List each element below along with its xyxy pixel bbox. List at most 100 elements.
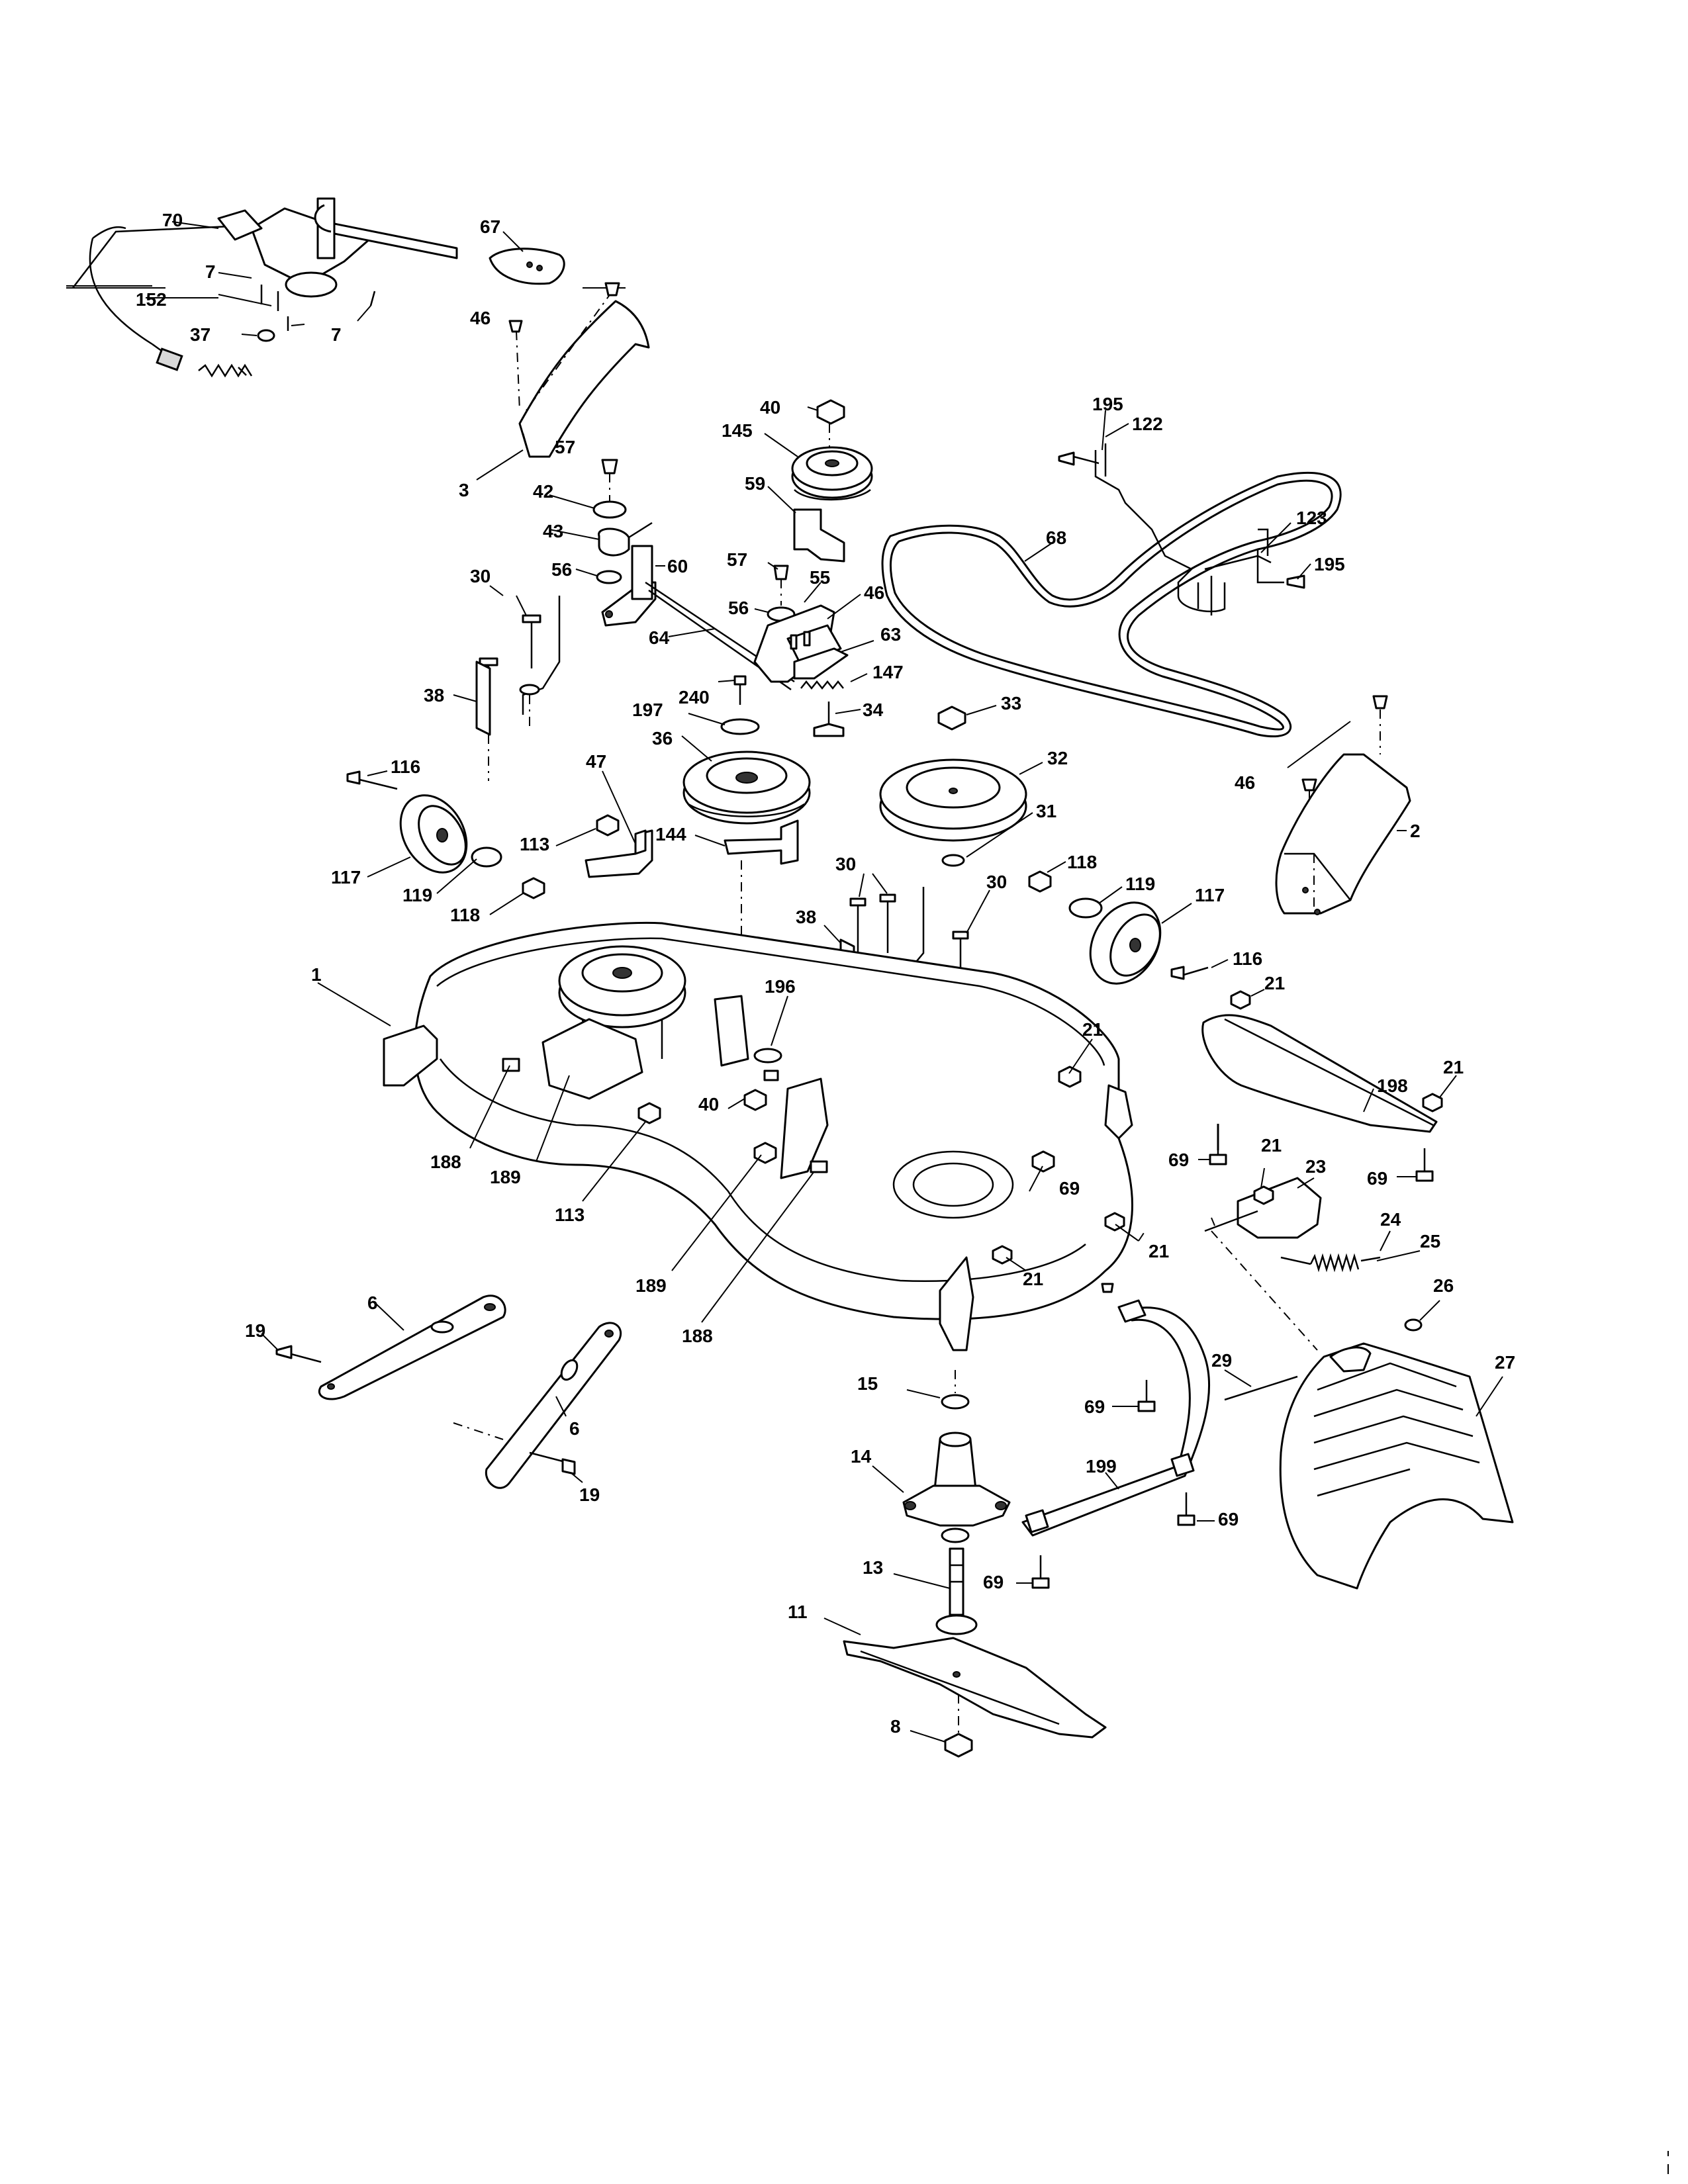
callout-label: 3 [459,480,469,500]
idler-arm-stack [549,459,665,627]
callout-label: 188 [430,1152,461,1172]
callout-label: 38 [796,907,816,927]
callout-label: 68 [1046,527,1066,548]
callout-label: 46 [864,582,884,603]
callout-label: 69 [1218,1509,1239,1529]
callout-label: 144 [655,824,686,844]
callout-label: 15 [857,1373,878,1394]
callout-label: 116 [1233,948,1262,969]
lift-brackets [261,1295,622,1489]
callout-label: 38 [424,685,444,705]
callout-label: 69 [1059,1178,1080,1199]
callout-label: 19 [579,1484,600,1505]
callout-label: 69 [983,1572,1004,1592]
callout-label: 57 [555,437,575,457]
belt-guides [1058,410,1311,615]
callout-label: 56 [551,559,572,580]
drive-belt [881,471,1342,738]
bracket-23-spring [1204,1167,1421,1351]
callout-label: 70 [162,210,183,230]
spindle-blade-assembly [823,1370,1107,1758]
callout-label: 6 [569,1418,580,1439]
callout-label: 188 [682,1326,713,1346]
baffle-199 [1021,1299,1215,1537]
callout-label: 21 [1082,1019,1103,1040]
callout-label: 19 [245,1320,265,1341]
front-bracket-47 [555,770,653,878]
callout-label: 117 [1195,885,1225,905]
callout-label: 64 [649,627,670,648]
callout-label: 240 [679,687,710,707]
belt-cover-left [476,282,650,480]
callout-label: 55 [810,567,830,588]
callout-label: 195 [1092,394,1123,414]
callout-label: 21 [1261,1135,1282,1156]
callout-label: 26 [1433,1275,1454,1296]
callout-label: 189 [490,1167,521,1187]
callout-label: 37 [190,324,211,345]
callout-label: 30 [986,872,1007,892]
callout-label: 196 [765,976,796,997]
baffle-198 [1198,989,1457,1182]
callout-label: 14 [851,1446,872,1467]
callout-label: 40 [760,397,780,418]
callout-label: 21 [1264,973,1285,993]
callout-label: 25 [1420,1231,1440,1251]
callout-label: 69 [1168,1150,1189,1170]
callout-label: 145 [722,420,753,441]
callout-label: 117 [331,867,361,887]
callout-label: 8 [890,1716,901,1737]
callout-label: 2 [1410,821,1421,841]
callout-label: 21 [1023,1269,1043,1289]
callout-label: 13 [863,1557,883,1578]
gauge-wheel-right [1028,861,1229,985]
callout-label: 1 [311,964,322,985]
idler-pulley-upper [764,399,873,501]
idler-pulley-lower [681,713,811,946]
callout-label: 24 [1380,1209,1401,1230]
discharge-chute [1224,1300,1514,1590]
lift-lever-assembly [66,197,458,378]
callout-label: 43 [543,521,563,541]
rods-left [453,585,561,781]
callout-label: 46 [470,308,491,328]
callout-label: 36 [652,728,673,749]
callout-labels: 70 7 152 37 7 67 46 3 40 145 59 57 42 43… [136,210,1515,1737]
callout-label: 46 [1235,772,1255,793]
handle-knob [489,231,626,289]
idler-arm-center [753,562,874,690]
callout-label: 69 [1367,1168,1387,1189]
callout-label: 195 [1314,554,1345,574]
callout-label: 118 [450,905,480,925]
callout-label: 7 [205,261,216,282]
callout-label: 122 [1132,414,1163,434]
callout-label: 6 [367,1293,378,1313]
callout-label: 63 [880,624,901,645]
callout-label: 189 [635,1275,667,1296]
callout-label: 30 [835,854,856,874]
callout-label: 42 [533,481,553,502]
callout-label: 67 [480,216,500,237]
callout-label: 31 [1036,801,1056,821]
callout-label: 198 [1377,1075,1408,1096]
callout-label: 56 [728,598,749,618]
bolts-240-34 [718,675,861,737]
callout-label: 118 [1067,852,1097,872]
callout-label: 147 [872,662,904,682]
callout-label: 30 [470,566,491,586]
callout-label: 119 [1125,874,1155,894]
callout-label: 21 [1443,1057,1464,1077]
callout-label: 60 [667,556,688,576]
callout-label: 199 [1086,1456,1117,1477]
callout-label: 47 [586,751,606,772]
callout-label: 113 [520,834,549,854]
callout-label: 27 [1495,1352,1515,1373]
callout-label: 7 [331,324,342,345]
belt-cover-right [1275,695,1411,915]
idler-bracket-59 [767,486,845,563]
callout-label: 11 [788,1602,808,1622]
callout-label: 21 [1149,1241,1169,1261]
callout-label: 57 [727,549,747,570]
callout-label: 116 [391,756,420,777]
